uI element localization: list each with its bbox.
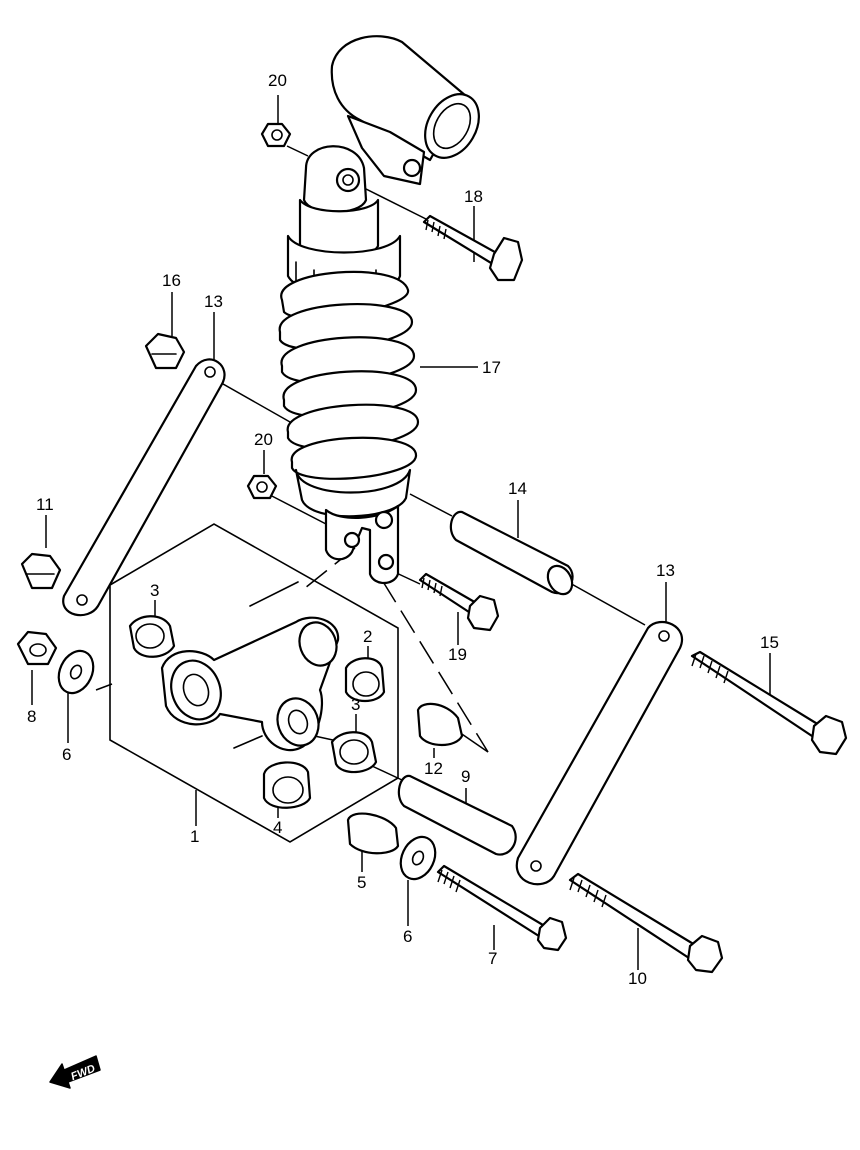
- nut-11: [20, 552, 62, 590]
- bolt-10: [568, 872, 724, 974]
- linkage-assembly-frame: [109, 523, 399, 843]
- callout-1: 1: [190, 827, 199, 846]
- callout-16: 16: [162, 271, 181, 290]
- bearing-3-upper: [128, 615, 176, 658]
- callout-15: 15: [760, 633, 779, 652]
- washer-6-right: [399, 835, 437, 881]
- callout-7: 7: [488, 949, 497, 968]
- callout-9: 9: [461, 767, 470, 786]
- callout-3-lower: 3: [351, 695, 360, 714]
- nut-8: [16, 630, 58, 666]
- bolt-15: [690, 650, 848, 756]
- callout-labels: 20 18 16 13 17 20 14 11 13 3 2 15 19 3 8…: [27, 71, 779, 988]
- shock-absorber: [278, 35, 480, 585]
- callout-4: 4: [273, 818, 282, 837]
- callout-5: 5: [357, 873, 366, 892]
- callout-20-upper: 20: [268, 71, 287, 90]
- spacer-12: [416, 702, 464, 747]
- spacer-5: [346, 812, 400, 855]
- tie-rod-13-right: [515, 620, 684, 886]
- callout-13-left: 13: [204, 292, 223, 311]
- nut-20-lower: [246, 474, 278, 500]
- bearing-3-lower: [330, 731, 378, 774]
- forward-direction-arrow-icon: FWD: [49, 1055, 101, 1089]
- callout-20-lower: 20: [254, 430, 273, 449]
- callout-11: 11: [36, 495, 54, 514]
- cushion-lever: [160, 581, 340, 752]
- callout-17: 17: [482, 358, 501, 377]
- callout-19: 19: [448, 645, 467, 664]
- nut-16: [144, 332, 186, 370]
- callout-6-left: 6: [62, 745, 71, 764]
- callout-18: 18: [464, 187, 483, 206]
- bolt-7: [436, 864, 568, 952]
- spacer-9: [397, 774, 517, 856]
- coil-spring: [278, 270, 420, 480]
- callout-13-right: 13: [656, 561, 675, 580]
- nut-20-upper: [260, 122, 292, 148]
- callout-10: 10: [628, 969, 647, 988]
- leader-lines: [31, 95, 771, 970]
- callout-14: 14: [508, 479, 527, 498]
- bolt-19: [418, 572, 500, 632]
- callout-2: 2: [363, 627, 372, 646]
- tie-rod-13-left: [62, 358, 226, 617]
- washer-6-left: [57, 649, 95, 695]
- callout-8: 8: [27, 707, 36, 726]
- bolt-18: [422, 214, 524, 282]
- spacer-14: [449, 510, 574, 596]
- callout-12: 12: [424, 759, 443, 778]
- callout-3-upper: 3: [150, 581, 159, 600]
- bearing-4: [262, 761, 312, 809]
- callout-6-right: 6: [403, 927, 412, 946]
- bearing-2: [344, 657, 386, 703]
